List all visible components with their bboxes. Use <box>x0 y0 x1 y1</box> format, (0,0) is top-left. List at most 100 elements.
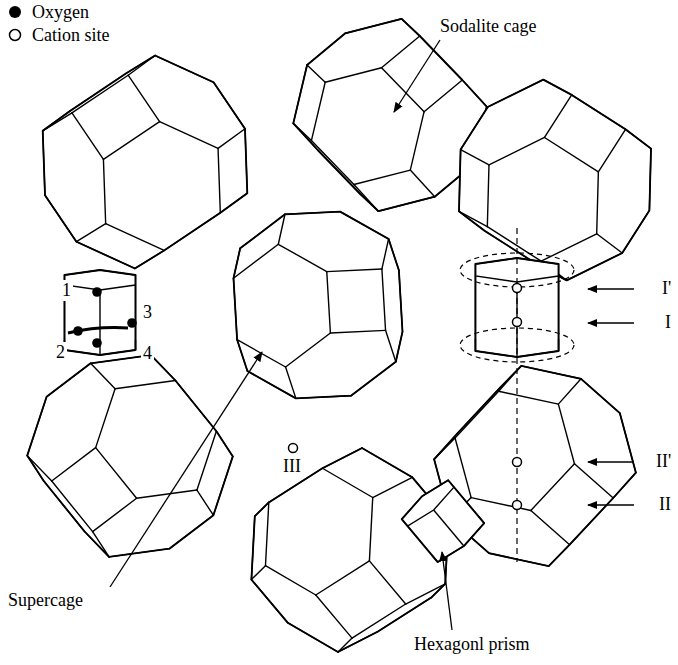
cage-edge <box>316 561 370 595</box>
legend-text: Oxygen <box>30 2 91 23</box>
cage-edge <box>541 234 597 261</box>
oxygen-atom <box>92 287 102 297</box>
legend-symbol <box>9 6 21 18</box>
cage-edge <box>278 214 285 244</box>
callout-number: 4 <box>141 343 154 364</box>
cage-edge <box>378 197 434 211</box>
leader-arrow <box>588 288 634 289</box>
cage-edge <box>340 212 388 239</box>
legend-entry: Cation site <box>6 25 112 46</box>
cage-edge <box>307 65 325 82</box>
cage-edge <box>251 516 254 579</box>
cage-edge <box>316 595 352 638</box>
legend-symbol <box>10 30 21 41</box>
cage-edge <box>382 269 386 330</box>
cage-edge <box>410 112 424 170</box>
cage-edge <box>27 456 43 481</box>
cage-edge <box>369 498 372 561</box>
cage-edge <box>598 129 625 172</box>
sodalite-cage <box>27 355 233 557</box>
cage-edge <box>489 553 549 566</box>
part-name: Supercage <box>6 590 85 611</box>
cage-edge <box>96 389 115 448</box>
cage-edge <box>175 381 216 432</box>
leader-arrow <box>588 322 634 323</box>
label-anchor: Hexagonl prism <box>412 634 531 655</box>
cage-edge <box>325 68 381 82</box>
cage-edge <box>45 195 76 241</box>
cage-edge <box>128 56 155 76</box>
site-label: I' <box>660 278 673 299</box>
cation-site <box>513 318 522 327</box>
sodalite-cage <box>43 56 248 269</box>
cage-edge <box>396 332 403 362</box>
prism-edge <box>434 510 464 546</box>
cage-edge <box>233 244 278 278</box>
cage-edge <box>330 330 385 333</box>
cage-edge <box>91 363 116 388</box>
cage-edge <box>499 391 559 404</box>
cage-edge <box>137 490 197 498</box>
cage-edge <box>109 549 169 557</box>
cage-edge <box>43 131 45 195</box>
oxygen-atom <box>92 338 102 348</box>
cage-edge <box>402 19 420 36</box>
cage-edge <box>318 150 361 194</box>
cage-edge <box>373 477 413 497</box>
cage-edge <box>382 36 420 68</box>
cation-site <box>513 501 522 510</box>
cage-edge <box>70 74 126 112</box>
label-anchor: 3 <box>141 302 154 323</box>
cage-edge <box>52 448 96 481</box>
cage-edge <box>626 129 652 148</box>
cage-edge <box>531 510 570 544</box>
cage-edge <box>103 122 159 160</box>
cage-edge <box>169 515 213 548</box>
cage-edge <box>354 185 378 212</box>
label-anchor: I <box>663 312 673 333</box>
cage-edge <box>220 193 247 213</box>
cage-edge <box>487 165 489 227</box>
symmetry-axis <box>516 228 517 562</box>
cage-edge <box>620 413 636 473</box>
leader-arrow <box>588 461 634 462</box>
cage-edge <box>106 224 164 251</box>
cage-edge <box>265 566 315 595</box>
legend-swatch <box>6 26 24 44</box>
cage-edge <box>345 19 401 33</box>
prism-edge <box>558 276 559 351</box>
cage-outline <box>27 355 233 557</box>
prism-edge <box>475 276 476 351</box>
cage-outline <box>459 80 651 281</box>
label-anchor: 1 <box>60 280 73 301</box>
cage-edge <box>311 141 354 185</box>
cage-outline <box>293 19 486 211</box>
cage-edge <box>545 137 599 171</box>
part-name: Hexagonl prism <box>412 634 531 655</box>
cage-edge <box>567 253 623 280</box>
cage-edge <box>543 80 571 95</box>
site-label: I <box>663 312 673 333</box>
cage-edge <box>622 210 649 253</box>
cage-edge <box>251 566 265 580</box>
cage-edge <box>52 481 93 532</box>
callout-number: 1 <box>60 280 73 301</box>
cage-edge <box>462 80 486 107</box>
part-name: Sodalite cage <box>438 16 538 37</box>
cage-edge <box>597 234 623 253</box>
cage-edge <box>240 214 285 248</box>
cage-edge <box>278 244 326 271</box>
cage-edge <box>572 95 626 129</box>
cage-edge <box>369 561 405 604</box>
cage-edge <box>27 397 46 456</box>
legend-entry: Oxygen <box>6 2 91 23</box>
cage-edge <box>574 464 613 498</box>
sodalite-cage <box>293 19 486 211</box>
site-label: II <box>657 494 673 515</box>
cage-edge <box>500 366 521 387</box>
cage-edge <box>197 431 216 490</box>
sodalite-cage <box>251 448 448 652</box>
cage-edge <box>597 172 599 234</box>
cage-edge <box>531 464 575 511</box>
cage-edge <box>378 598 432 632</box>
